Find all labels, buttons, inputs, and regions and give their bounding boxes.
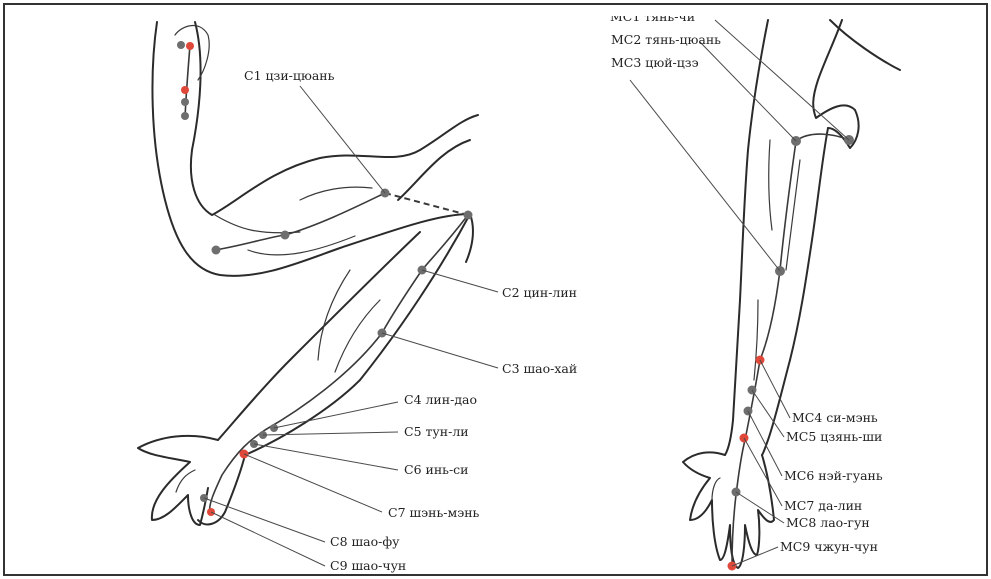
acupoint-upper-2 [186, 42, 194, 50]
left-labels: С1 цзи-цюань С2 цин-лин С3 шао-хай С4 ли… [244, 68, 577, 573]
label-c4: С4 лин-дао [404, 392, 477, 407]
right-arm-illustration [683, 20, 900, 568]
label-mc5: МС5 цзянь-ши [786, 429, 882, 444]
label-c3: С3 шао-хай [502, 361, 577, 376]
left-acupoints [177, 41, 473, 516]
acupoint-elbow-2 [281, 231, 290, 240]
right-labels: МС1 тянь-чи МС2 тянь-цюань МС3 цюй-цзэ М… [610, 9, 883, 554]
acupoint-upper-5 [181, 112, 189, 120]
label-c7: С7 шэнь-мэнь [388, 505, 480, 520]
acupoint-elbow-1 [212, 246, 221, 255]
figure-frame [4, 4, 987, 575]
label-mc7: МС7 да-лин [784, 498, 862, 513]
acupoint-upper-3 [181, 86, 189, 94]
label-c6: С6 инь-си [404, 462, 469, 477]
label-c8: С8 шао-фу [330, 534, 400, 549]
acupoint-upper-1 [177, 41, 185, 49]
label-mc8: МС8 лао-гун [786, 515, 870, 530]
label-c5: С5 тун-ли [404, 424, 469, 439]
label-mc6: МС6 нэй-гуань [784, 468, 883, 483]
acupoint-upper-4 [181, 98, 189, 106]
label-mc4: МС4 си-мэнь [792, 410, 878, 425]
label-mc9: МС9 чжун-чун [780, 539, 878, 554]
label-mc2: МС2 тянь-цюань [611, 32, 721, 47]
label-c9: С9 шао-чун [330, 558, 406, 573]
label-mc3: МС3 цюй-цзэ [611, 55, 699, 70]
acupoint-shoulder [464, 211, 473, 220]
left-leader-lines [204, 86, 498, 566]
label-c2: С2 цин-лин [502, 285, 577, 300]
top-clip-mask [600, 5, 740, 16]
left-arm-illustration [138, 22, 478, 525]
label-c1: С1 цзи-цюань [244, 68, 335, 83]
